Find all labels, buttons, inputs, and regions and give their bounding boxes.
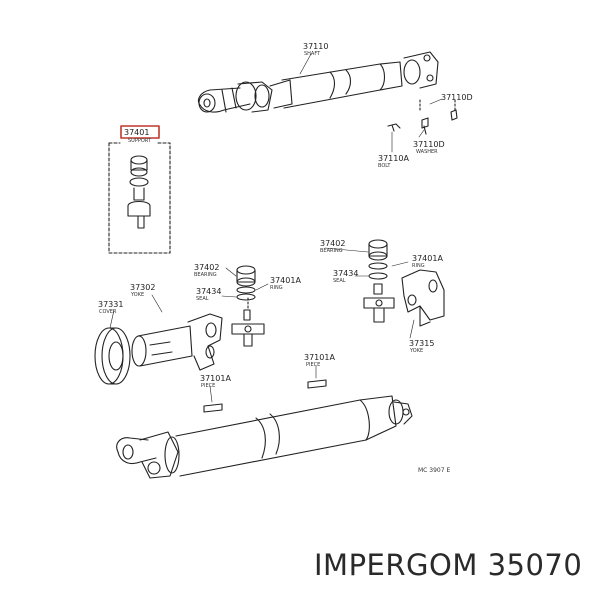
label-37110a-sub: BOLT — [378, 163, 391, 169]
label-37401a-right: 37401A — [412, 254, 443, 263]
bottom-propeller-shaft — [116, 395, 413, 479]
left-bearing-cluster — [236, 265, 256, 301]
label-37402-left: 37402 — [194, 263, 219, 272]
right-universal-joint — [363, 283, 395, 323]
label-37101a-left-sub: PIECE — [201, 383, 215, 389]
label-37110a: 37110A — [378, 154, 409, 163]
label-37402-right-sub: BEARING — [320, 248, 343, 254]
label-37401: 37401 — [124, 128, 149, 137]
bolt-and-washer — [387, 99, 458, 135]
label-37402-left-sub: BEARING — [194, 272, 217, 278]
label-37434-right: 37434 — [333, 269, 358, 278]
right-bearing-cluster — [368, 239, 388, 280]
label-37101a-left: 37101A — [200, 374, 231, 383]
label-37401-sub: SUPPORT — [128, 138, 152, 144]
label-37110: 37110 — [303, 42, 328, 51]
center-support-box — [108, 125, 171, 254]
label-37110-sub: SHAFT — [304, 51, 321, 57]
top-propeller-shaft — [197, 51, 439, 113]
label-37302-sub: YOKE — [130, 292, 144, 298]
label-37110d-washer-sub: WASHER — [416, 149, 438, 155]
label-37434-right-sub: SEAL — [333, 278, 346, 284]
label-37401a-right-sub: RING — [412, 263, 425, 269]
label-37331-sub: COVER — [99, 309, 117, 315]
right-yoke — [401, 269, 445, 327]
label-37315-sub: YOKE — [409, 348, 423, 354]
label-37101a-right: 37101A — [304, 353, 335, 362]
label-37401a-left-sub: RING — [270, 285, 283, 291]
label-37101a-right-sub: PIECE — [306, 362, 320, 368]
label-37402-right: 37402 — [320, 239, 345, 248]
brand-caption: IMPERGOM 35070 — [314, 548, 583, 582]
leader-lines — [109, 53, 443, 403]
left-universal-joint — [231, 297, 265, 347]
yoke-and-stub — [131, 313, 223, 371]
small-pieces — [203, 379, 327, 413]
label-37434-left-sub: SEAL — [196, 296, 209, 302]
label-37302: 37302 — [130, 283, 155, 292]
label-37110d-washer: 37110D — [413, 140, 445, 149]
label-37315: 37315 — [409, 339, 434, 348]
label-37110d-top: 37110D — [441, 93, 473, 102]
callout-labels: 37110 SHAFT 37110D 37110D WASHER 37110A … — [98, 42, 473, 474]
label-37434-left: 37434 — [196, 287, 221, 296]
reference-code: MC 3907 E — [418, 467, 450, 474]
dust-cover — [94, 327, 131, 385]
label-37401a-left: 37401A — [270, 276, 301, 285]
label-37331: 37331 — [98, 300, 123, 309]
